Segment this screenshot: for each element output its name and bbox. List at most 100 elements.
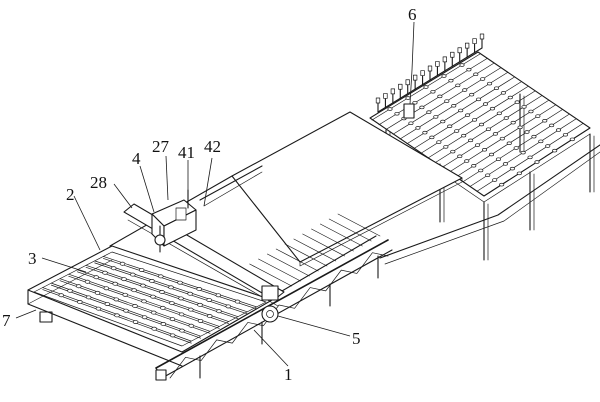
roller-wheel: [169, 301, 175, 306]
left-table-rear-skirt: [27, 259, 113, 305]
roller-wheel: [121, 277, 127, 282]
main-bed-rail: [269, 235, 377, 299]
roller-wheel: [168, 285, 174, 290]
cutting-gantry: [123, 165, 285, 323]
roller-wheel: [177, 280, 183, 285]
roller-wheel: [448, 78, 454, 83]
leader-5: [277, 315, 351, 337]
roller-wheel: [104, 302, 111, 306]
sheet-plate-edge: [299, 177, 463, 267]
drive-knob-cap: [427, 65, 433, 72]
roller-wheel: [492, 132, 498, 136]
drive-knob-cap: [405, 79, 410, 86]
roller-wheel: [481, 148, 488, 152]
roller-wheel: [169, 317, 176, 322]
roller-wheel: [465, 113, 471, 117]
roller-wheel: [215, 293, 222, 298]
roller-wheel: [499, 182, 505, 187]
label-4: 4: [132, 149, 141, 168]
leader-28: [113, 183, 133, 209]
roller-wheel: [534, 160, 540, 164]
roller-wheel: [132, 304, 138, 308]
drive-knob-cap: [442, 56, 448, 63]
roller-wheel: [472, 118, 478, 122]
label-1: 1: [284, 365, 293, 384]
bed-slat: [293, 238, 337, 262]
roller-wheel: [535, 114, 541, 118]
roller-wheel: [496, 111, 502, 116]
roller-wheel: [433, 115, 439, 119]
roller-wheel: [151, 326, 157, 331]
drive-knob-cap: [383, 93, 388, 99]
roller-wheel: [93, 275, 99, 280]
roller-wheel: [132, 320, 139, 324]
drive-knob-cap: [479, 33, 485, 40]
roller-wheel: [503, 116, 509, 120]
roller-wheel: [141, 299, 147, 304]
roller-wheel: [170, 333, 176, 338]
leader-1: [253, 329, 289, 367]
roller-wheel: [464, 159, 470, 163]
leader-6: [409, 21, 415, 105]
drive-knob-cap: [390, 88, 396, 95]
roller-wheel: [527, 155, 533, 160]
roller-wheel: [119, 261, 126, 266]
roller-wheel: [436, 140, 442, 144]
drive-knob-cap: [412, 74, 418, 81]
leader-2: [73, 195, 101, 251]
roller-wheel: [75, 284, 82, 289]
leader-42: [203, 157, 213, 207]
roller-wheel: [394, 111, 400, 116]
carriage-motor: [175, 207, 187, 221]
roller-wheel: [415, 126, 421, 130]
roller-wheel: [187, 291, 193, 296]
left-table-top-frame: [27, 245, 273, 353]
roller-wheel: [521, 105, 527, 109]
roller-wheel: [122, 292, 128, 297]
reference-numerals: 6 27 41 42 4 28 2 3 7 5 1: [2, 5, 417, 384]
roller-wheel: [492, 178, 498, 182]
roller-wheel: [488, 152, 495, 157]
bed-slat: [249, 263, 293, 287]
roller-wheel: [207, 314, 213, 319]
bed-slat: [275, 248, 319, 272]
label-42: 42: [204, 137, 221, 156]
roller-wheel: [447, 124, 453, 128]
right-conveyor-table: [369, 33, 600, 265]
roller-wheel: [95, 306, 102, 311]
label-2: 2: [66, 185, 75, 204]
roller-wheel: [206, 298, 212, 303]
bed-slat: [284, 243, 328, 267]
roller-wheel: [455, 83, 461, 88]
right-table-lower-frame-2: [384, 151, 600, 265]
bed-slat: [319, 223, 363, 247]
roller-wheel: [468, 138, 474, 143]
roller-wheel: [513, 146, 519, 150]
roller-wheel: [440, 119, 446, 124]
roller-wheel: [150, 294, 156, 299]
roller-wheel: [197, 318, 204, 323]
roller-wheel: [542, 118, 548, 123]
roller-wheel: [151, 310, 157, 315]
roller-wheel: [531, 134, 537, 139]
drive-wheel: [261, 305, 279, 323]
roller-wheel: [549, 123, 555, 128]
roller-wheel: [114, 313, 120, 318]
label-3: 3: [28, 249, 37, 268]
drive-knob-cap: [420, 70, 425, 76]
roller-wheel: [443, 145, 449, 149]
roller-wheel: [110, 266, 117, 271]
roller-wheel: [130, 272, 136, 277]
roller-wheel: [458, 108, 464, 113]
roller-wheel: [538, 139, 544, 144]
roller-wheel: [528, 109, 534, 114]
roller-wheel: [454, 129, 460, 133]
bed-slat: [266, 253, 310, 277]
roller-wheel: [441, 74, 447, 78]
roller-wheel: [160, 305, 166, 310]
roller-wheel: [462, 88, 468, 92]
roller-wheel: [451, 103, 457, 108]
roller-wheel: [138, 268, 145, 273]
